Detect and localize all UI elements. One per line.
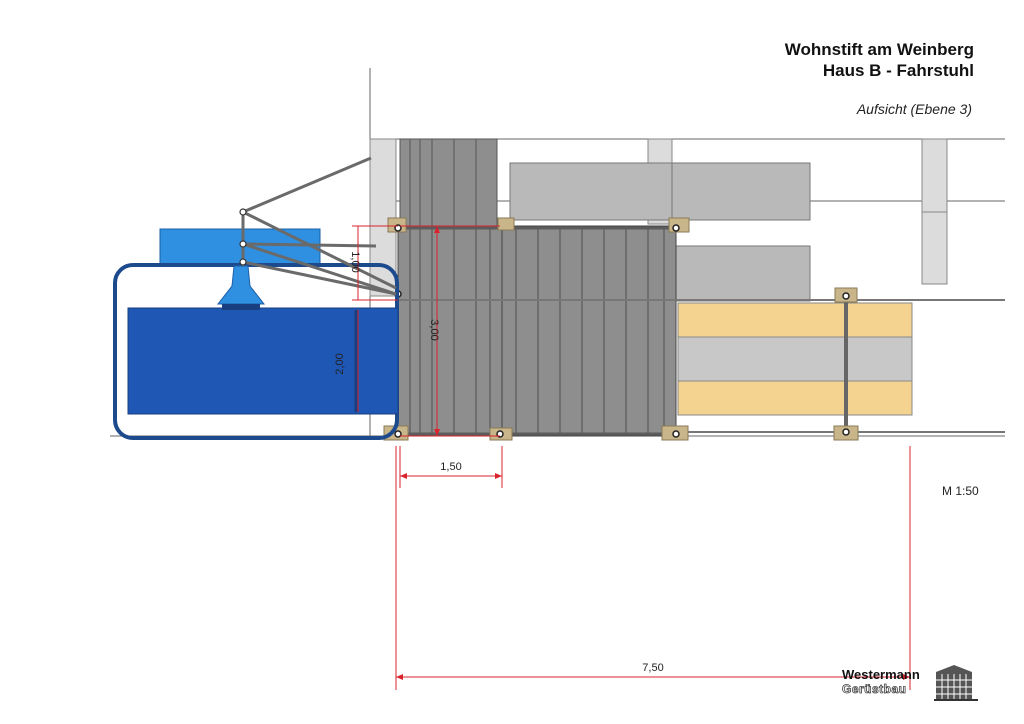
company-logo: Westermann Gerüstbau [838,664,983,704]
scaffold-deck-main [397,225,1005,437]
page-subtitle: Haus B - Fahrstuhl [822,61,974,80]
logo-subtitle: Gerüstbau [842,682,907,697]
lift-mast-braces [241,156,397,296]
dim-label-section-width: 1,50 [440,461,461,473]
dim-label-tower-depth: 3,00 [428,319,440,340]
building-icon [934,665,978,701]
lift-cabin [113,228,399,440]
dimension-arrows [396,226,910,680]
page-title: Wohnstift am Weinberg [784,40,974,59]
dim-label-lower-left: 2,00 [334,353,346,374]
concrete-slabs [509,162,811,302]
dimension-lines [352,225,911,690]
dim-label-total-width: 7,50 [642,662,663,674]
base-plates [383,217,859,441]
scaffold-couplers [394,224,850,438]
brace-couplers [239,208,247,266]
insulation-panel [677,302,913,416]
scaffold-deck-upper [399,138,498,229]
scale-label: M 1:50 [942,484,979,498]
view-label: Aufsicht (Ebene 3) [856,101,972,117]
logo-name: Westermann [842,667,920,682]
dim-label-upper-left: 1,00 [349,251,361,272]
